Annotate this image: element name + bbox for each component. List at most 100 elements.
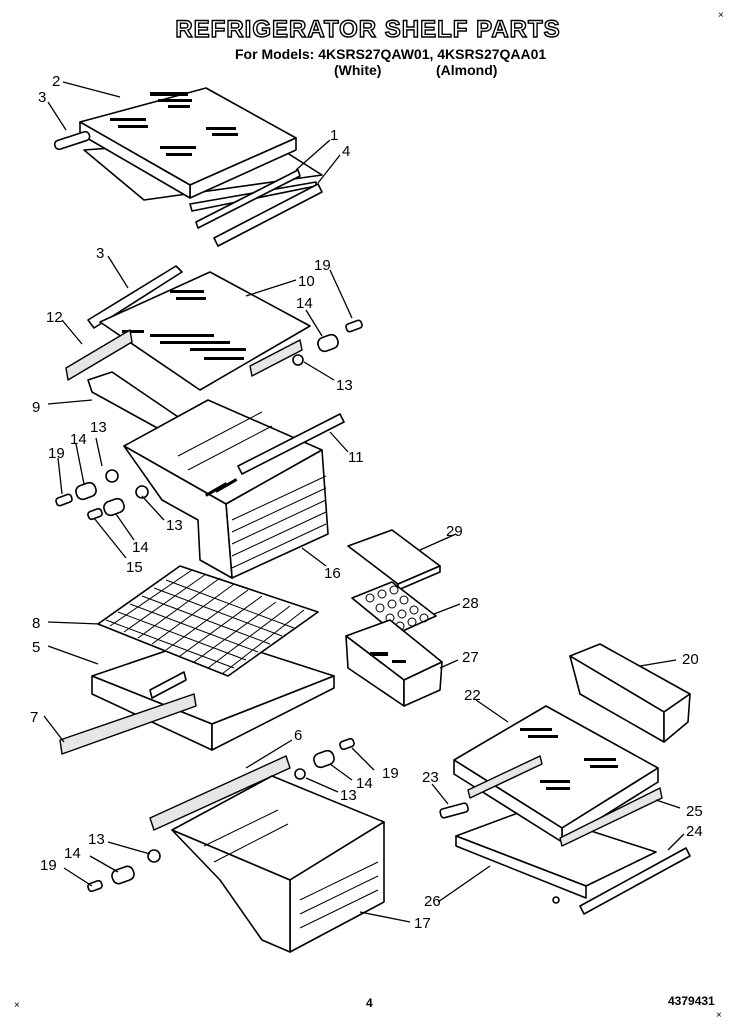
- right-shelf-assembly: [431, 643, 691, 915]
- callout-14-low: 14: [132, 539, 149, 556]
- crisper-pan-ribs: [231, 475, 327, 569]
- frame-clip: [149, 671, 187, 699]
- glass-shelf-part-10: [99, 271, 311, 391]
- egg-bin-assembly: [345, 529, 461, 707]
- end-cap-part-3: [53, 130, 91, 151]
- slide-rail-part-25-front: [559, 787, 663, 847]
- callout-10: 10: [298, 273, 315, 290]
- rail-part-7: [59, 693, 197, 755]
- roller-part-14-bottom: [111, 865, 135, 885]
- corner-mark-top-right: ×: [718, 10, 724, 21]
- callout-14-right: 14: [356, 775, 373, 792]
- lower-crisper-assembly: [63, 737, 411, 953]
- egg-bin-part-27-front: [403, 661, 443, 707]
- bushing-part-13-left: [105, 469, 119, 483]
- variant-almond: (Almond): [436, 62, 498, 78]
- callout-2: 2: [52, 73, 60, 90]
- callout-14-left: 14: [70, 431, 87, 448]
- callout-15: 15: [126, 559, 143, 576]
- screw-part-19-upper: [345, 319, 363, 333]
- crisper-cover-assembly: [47, 255, 363, 579]
- side-rail-right: [249, 339, 303, 377]
- callout-6: 6: [294, 727, 302, 744]
- callout-13-left: 13: [90, 419, 107, 436]
- callout-13-right: 13: [340, 787, 357, 804]
- screw-part-19-right: [339, 737, 355, 751]
- side-rail-part-12: [65, 329, 133, 381]
- callout-17: 17: [414, 915, 431, 932]
- callout-1: 1: [330, 127, 338, 144]
- egg-bin-contents: [370, 652, 406, 663]
- callout-labels: 1 2 3 4 3 10 19 14 12 13 9 14 13 19 11 1…: [30, 73, 703, 932]
- crisper-pan-17-lines: [203, 809, 379, 929]
- corner-mark-bottom-right: ×: [716, 1010, 722, 1021]
- callout-13-top: 13: [336, 377, 353, 394]
- callout-19-bottom: 19: [40, 857, 57, 874]
- corner-mark-bottom-left: ×: [14, 1000, 20, 1011]
- front-trim-part-4: [213, 183, 323, 247]
- crisper-pan-reflections: [205, 478, 238, 497]
- bushing-part-13-bottom: [147, 849, 161, 863]
- callout-26: 26: [424, 893, 441, 910]
- callout-9: 9: [32, 399, 40, 416]
- top-shelf-assembly: [47, 81, 341, 247]
- bushing-part-13-upper: [292, 354, 304, 366]
- shelf-frame-part-26-edge: [455, 835, 587, 899]
- callout-8: 8: [32, 615, 40, 632]
- callout-25: 25: [686, 803, 703, 820]
- callout-23: 23: [422, 769, 439, 786]
- door-bin-part-20-front: [663, 693, 691, 743]
- wire-shelf-assembly: [43, 565, 335, 755]
- callout-22: 22: [464, 687, 481, 704]
- callout-28: 28: [462, 595, 479, 612]
- front-trim-part-24: [579, 847, 691, 915]
- callout-5: 5: [32, 639, 40, 656]
- callout-14-bottom: 14: [64, 845, 81, 862]
- glass-shelf-part-2-side: [79, 121, 191, 199]
- callout-19-top: 19: [314, 257, 331, 274]
- callout-13-bottom: 13: [88, 831, 105, 848]
- roller-part-14-upper: [317, 333, 339, 353]
- callout-24: 24: [686, 823, 703, 840]
- glass-reflection-marks: [110, 92, 238, 156]
- callout-14-top: 14: [296, 295, 313, 312]
- callout-7: 7: [30, 709, 38, 726]
- screw-part-19-bottom: [87, 879, 103, 893]
- callout-19-left: 19: [48, 445, 65, 462]
- callout-3-top: 3: [38, 89, 46, 106]
- bushing-part-13-right: [294, 768, 306, 780]
- end-cap-part-23: [439, 802, 469, 819]
- egg-tray-cups: [365, 585, 429, 631]
- callout-20: 20: [682, 651, 699, 668]
- rail-part-11: [237, 413, 345, 475]
- shelf-trim-part-3: [87, 265, 183, 329]
- callout-4: 4: [342, 143, 350, 160]
- wire-shelf-grid-cross: [105, 579, 295, 669]
- screw-part-19-left: [55, 493, 73, 507]
- shelf-trim-part-1: [195, 169, 301, 229]
- callout-3-mid: 3: [96, 245, 104, 262]
- callout-12: 12: [46, 309, 63, 326]
- callout-27: 27: [462, 649, 479, 666]
- callout-29: 29: [446, 523, 463, 540]
- roller-part-14-left: [75, 481, 97, 501]
- bushing-part-13-lower: [135, 485, 149, 499]
- page-title: REFRIGERATOR SHELF PARTS: [175, 15, 561, 43]
- cover-rail-part-6: [149, 755, 291, 831]
- slide-rail-part-25: [467, 755, 543, 799]
- callout-16: 16: [324, 565, 341, 582]
- crisper-pan-side: [123, 445, 233, 579]
- glass-reflection-marks-3: [520, 728, 618, 790]
- glass-reflection-marks-2: [122, 290, 246, 360]
- crisper-pan-part-17-side: [171, 829, 291, 953]
- callout-11: 11: [348, 449, 364, 466]
- screw-part-15: [87, 507, 103, 521]
- crisper-pan-inner-lines: [177, 411, 273, 471]
- models-line: For Models: 4KSRS27QAW01, 4KSRS27QAA01: [235, 46, 547, 62]
- callout-13-low: 13: [166, 517, 183, 534]
- shelf-frame-part-5-front: [211, 675, 335, 751]
- callout-19-right: 19: [382, 765, 399, 782]
- document-number: 4379431: [668, 994, 715, 1008]
- variant-white: (White): [334, 62, 382, 78]
